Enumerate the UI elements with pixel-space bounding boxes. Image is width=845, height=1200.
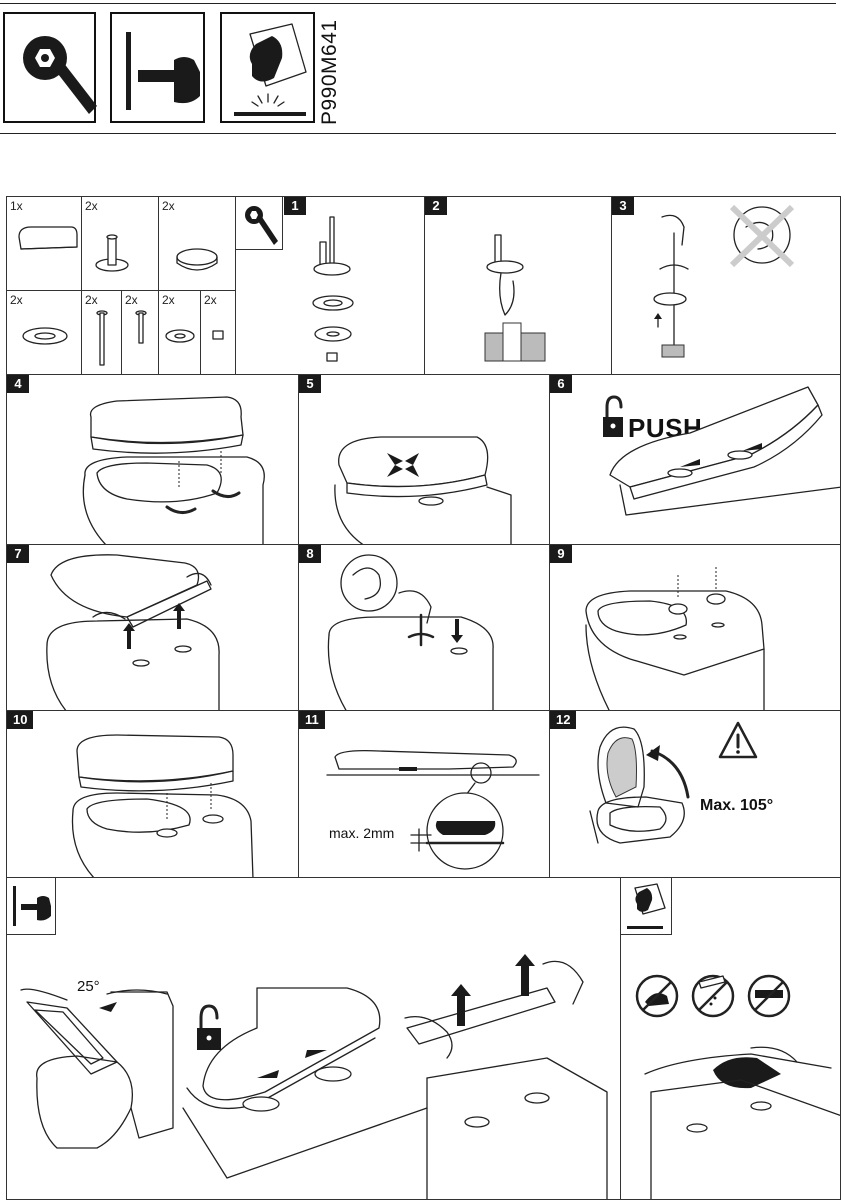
hand-cleaning-icon (621, 878, 672, 935)
step-number: 2 (425, 197, 447, 215)
document-code: P990M641 (318, 19, 341, 125)
step-number: 1 (284, 197, 306, 215)
step-number: 10 (7, 711, 34, 729)
part-nut: 2x (200, 290, 236, 375)
part-qty: 2x (162, 293, 175, 307)
step-number: 4 (7, 375, 29, 393)
header-top-rule (0, 3, 836, 4)
part-qty: 2x (162, 199, 175, 213)
step-1-panel: 1 (235, 196, 425, 375)
step-number: 11 (299, 711, 325, 729)
step-10-panel: 10 (6, 710, 299, 878)
part-qty: 2x (125, 293, 138, 307)
step-6-panel: 6 PUSH (549, 374, 841, 545)
step-number: 6 (550, 375, 572, 393)
step-number: 9 (550, 545, 572, 563)
part-cap: 2x (158, 196, 236, 291)
part-short-screw: 2x (121, 290, 159, 375)
part-qty: 2x (85, 293, 98, 307)
part-seat: 1x (6, 196, 82, 291)
max-gap-label: max. 2mm (329, 825, 395, 841)
header-bottom-rule (0, 133, 836, 134)
step-number: 12 (550, 711, 577, 729)
step-8-panel: 8 (298, 544, 550, 711)
step-3-panel: 3 (611, 196, 841, 375)
tilt-angle-label: 25° (77, 978, 100, 995)
step-12-panel: 12 Max. 105° (549, 710, 841, 878)
step-9-panel: 9 (549, 544, 841, 711)
step-5-panel: 5 (298, 374, 550, 545)
part-bolt: 2x (81, 196, 159, 291)
step-number: 3 (612, 197, 634, 215)
step-11-panel: 11 max. 2mm (298, 710, 550, 878)
part-expander: 2x (158, 290, 201, 375)
step-4-panel: 4 (6, 374, 299, 545)
step-1-wrench-icon (236, 197, 283, 250)
unlock-icon (602, 395, 624, 439)
hand-point-icon (110, 12, 205, 123)
hand-point-icon (7, 878, 56, 935)
removal-panel: 25° (6, 877, 621, 1200)
part-long-screw: 2x (81, 290, 122, 375)
hand-cleaning-icon (220, 12, 315, 123)
step-2-panel: 2 (424, 196, 612, 375)
step-number: 8 (299, 545, 321, 563)
step-number: 7 (7, 545, 29, 563)
cleaning-panel (620, 877, 841, 1200)
part-qty: 2x (85, 199, 98, 213)
max-angle-label: Max. 105° (700, 797, 774, 814)
part-washer: 2x (6, 290, 82, 375)
part-qty: 1x (10, 199, 23, 213)
step-7-panel: 7 (6, 544, 299, 711)
step-number: 5 (299, 375, 321, 393)
part-qty: 2x (10, 293, 23, 307)
part-qty: 2x (204, 293, 217, 307)
wrench-nut-icon (3, 12, 97, 123)
